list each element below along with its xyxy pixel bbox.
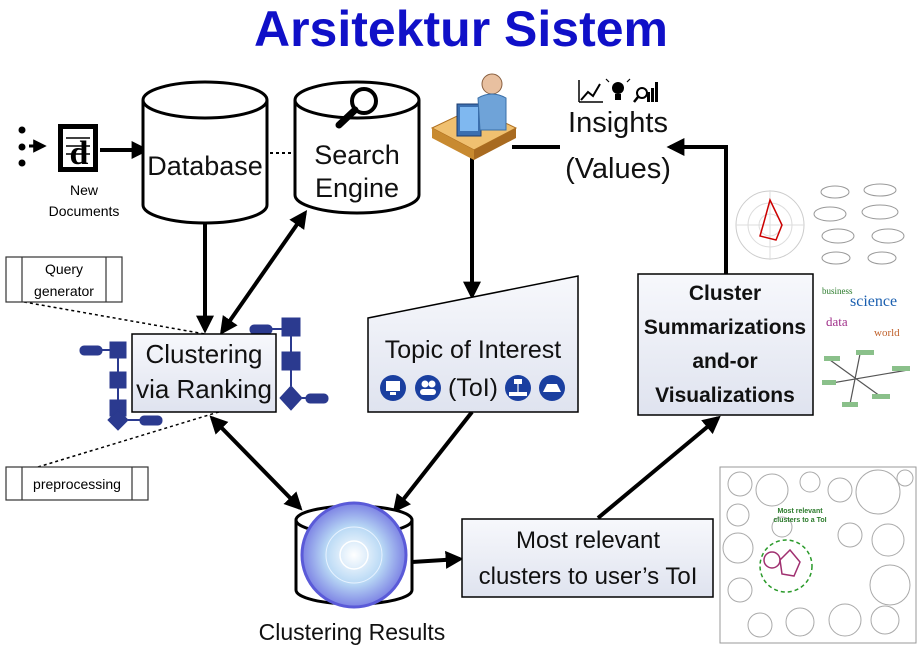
insights-label-line1: Insights [568, 107, 668, 139]
keyboard-icon [539, 375, 565, 401]
new-documents: d New Documents [18, 124, 120, 219]
page-title: Arsitektur Sistem [253, 1, 669, 57]
summaries-label-line4: Visualizations [655, 384, 795, 407]
search-engine-label-line2: Engine [315, 173, 399, 203]
preprocessing-label: preprocessing [33, 476, 121, 492]
new-documents-label-line1: New [70, 182, 99, 198]
database-label: Database [147, 151, 263, 181]
cluster-summarizations-box: Cluster Summarizations and-or Visualizat… [637, 273, 814, 416]
flowchart-icon [79, 317, 329, 431]
clustering-label-line2: via Ranking [136, 374, 272, 404]
arrow-results-relevant [411, 550, 464, 569]
cluster-bubbles-thumbnail: Most relevant clusters to a ToI [719, 466, 917, 644]
query-generator-box: Query generator [5, 256, 123, 303]
monitor-icon [380, 375, 406, 401]
bubble-label-line1: Most relevant [777, 508, 823, 515]
document-letter: d [70, 135, 89, 172]
database-cylinder: Database [141, 80, 269, 225]
radar-chart-thumbnail [735, 190, 805, 260]
topic-label-line2: (ToI) [448, 374, 498, 402]
summaries-label-line3: and-or [692, 350, 757, 373]
summaries-label-line1: Cluster [689, 282, 761, 305]
link-preprocessing-clustering [37, 410, 223, 468]
network-icon [505, 375, 531, 401]
relevant-label-line1: Most relevant [516, 527, 660, 554]
insights-group: Insights (Values) [565, 78, 671, 185]
word-cloud-word: world [874, 327, 900, 339]
word-cloud-word: science [850, 293, 897, 310]
analytics-icon [633, 82, 658, 103]
bubble-graph-thumbnail [813, 182, 910, 272]
summaries-label-line2: Summarizations [644, 316, 806, 339]
arrow-topic-results [392, 410, 474, 513]
topic-of-interest-box: Topic of Interest (ToI) [367, 275, 579, 413]
lightbulb-icon [605, 78, 631, 100]
link-query-clustering [23, 301, 206, 335]
clustering-results-label: Clustering Results [259, 619, 446, 645]
clustering-results-cylinder: Clustering Results [259, 501, 446, 645]
insights-label-line2: (Values) [565, 153, 671, 185]
arrow-summaries-insights [666, 138, 728, 274]
search-engine-label-line1: Search [314, 140, 400, 170]
arrow-clustering-search [219, 210, 308, 335]
preprocessing-box: preprocessing [5, 466, 149, 501]
query-generator-label-line1: Query [45, 261, 83, 277]
people-icon [415, 375, 441, 401]
clustering-label-line1: Clustering [145, 339, 262, 369]
user-workstation-icon [430, 73, 518, 160]
new-documents-label-line2: Documents [49, 203, 120, 219]
cluster-sphere [300, 501, 408, 609]
search-engine-cylinder: Search Engine [293, 80, 421, 215]
relevant-label-line2: clusters to user’s ToI [479, 563, 698, 590]
chart-icon [578, 80, 603, 103]
arrow-relevant-summaries [596, 415, 721, 520]
clustering-via-ranking-box: Clustering via Ranking [131, 333, 277, 413]
word-cloud-word: data [826, 314, 848, 329]
arrow-clustering-results [209, 415, 303, 511]
word-cloud-word: business [822, 286, 853, 296]
word-cloud-thumbnail: business science data world [818, 280, 914, 342]
query-generator-label-line2: generator [34, 283, 94, 299]
network-graph-thumbnail [820, 348, 914, 410]
bubble-label-line2: clusters to a ToI [773, 517, 826, 524]
document-icon: d [58, 124, 98, 172]
topic-label-line1: Topic of Interest [385, 336, 562, 364]
most-relevant-clusters-box: Most relevant clusters to user’s ToI [461, 518, 714, 598]
magnifier-icon [335, 87, 378, 129]
